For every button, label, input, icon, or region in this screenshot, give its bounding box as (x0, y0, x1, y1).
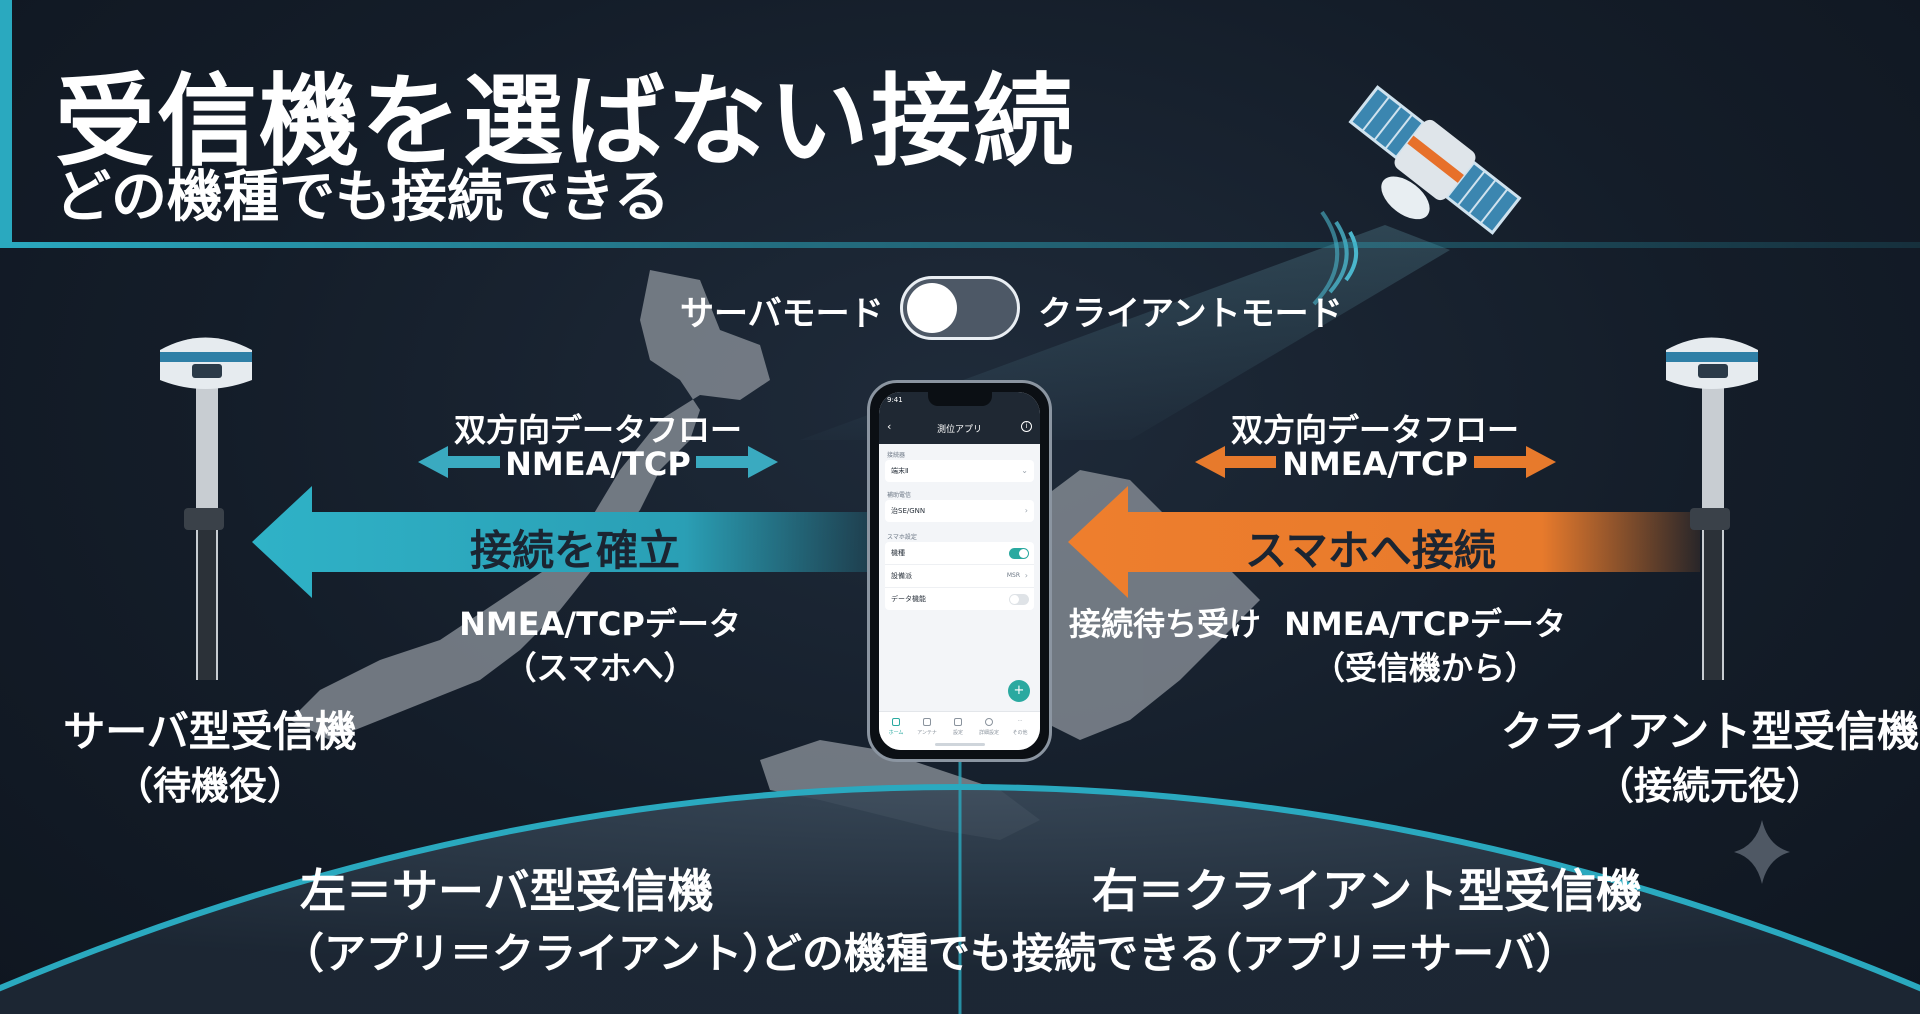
phone-notch (927, 392, 992, 406)
bottom-left-title: 左＝サーバ型受信機 (300, 864, 714, 918)
bottom-right-title: 右＝クライアント型受信機 (1092, 864, 1643, 918)
chevron-right-icon: › (1024, 571, 1028, 580)
left-flow-protocol: NMEA/TCP (505, 445, 691, 483)
right-data-label: NMEA/TCPデータ (1284, 605, 1566, 643)
tab-antenna[interactable]: アンテナ (912, 718, 942, 736)
page-title: 受信機を選ばない接続 (55, 63, 1075, 180)
row-value: MSR (1006, 572, 1020, 579)
right-receiver-role: （接続元役） (1595, 764, 1824, 808)
bottom-left-subtitle: （アプリ＝クライアント） (282, 929, 785, 978)
toggle-knob (907, 283, 957, 333)
bottom-center-text: どの機種でも接続できる (760, 929, 1222, 978)
section-label: スマホ設定 (887, 534, 917, 541)
tab-home[interactable]: ホーム (881, 718, 911, 736)
chevron-down-icon: ⌄ (1021, 466, 1028, 475)
settings-card: 機種 設備派 MSR › データ機能 (885, 542, 1034, 610)
settings-row[interactable]: 機種 (885, 542, 1034, 565)
wait-label: 接続待ち受け (1068, 605, 1261, 643)
settings-row[interactable]: 端末Ⅱ ⌄ (885, 460, 1034, 482)
phone-screen: 9:41 ‹ 測位アプリ i 接続器 端末Ⅱ ⌄ 補助電信 治SE/GNN › スマ… (879, 392, 1040, 750)
settings-card: 端末Ⅱ ⌄ (885, 460, 1034, 482)
right-arrow-label: スマホへ接続 (1245, 526, 1496, 575)
left-data-label: NMEA/TCPデータ (459, 605, 741, 643)
row-label: 機種 (891, 549, 905, 557)
page-subtitle: どの機種でも接続できる (55, 165, 670, 230)
back-icon[interactable]: ‹ (887, 420, 892, 433)
gnss-receiver-icon (1666, 337, 1758, 680)
settings-row[interactable]: 設備派 MSR › (885, 565, 1034, 588)
mode-toggle[interactable] (900, 276, 1020, 340)
section-label: 接続器 (887, 452, 906, 459)
big-orange-arrow (1068, 486, 1700, 598)
settings-card: 治SE/GNN › (885, 500, 1034, 522)
right-flow-label: 双方向データフロー (1230, 411, 1519, 449)
row-label: 治SE/GNN (891, 507, 926, 515)
left-small-arrows (418, 446, 778, 478)
section-label: 補助電信 (887, 492, 912, 499)
info-icon[interactable]: i (1021, 421, 1032, 432)
big-teal-arrow (252, 486, 870, 598)
right-small-arrows (1195, 446, 1556, 478)
right-data-direction: （受信機から） (1312, 649, 1537, 687)
right-receiver-title: クライアント型受信機 (1500, 707, 1920, 756)
sparkle-icon (1734, 820, 1790, 884)
tab-advanced[interactable]: 詳細設定 (974, 718, 1004, 736)
tab-bar: ホーム アンテナ 設定 詳細設定 ···その他 (879, 711, 1040, 750)
header-underline (0, 242, 1920, 248)
home-indicator (934, 743, 985, 746)
row-label: 端末Ⅱ (891, 467, 909, 475)
tab-more[interactable]: ···その他 (1012, 718, 1028, 736)
left-arrow-label: 接続を確立 (470, 526, 681, 575)
bottom-right-subtitle: （アプリ＝サーバ） (1200, 929, 1578, 978)
chevron-right-icon: › (1024, 506, 1028, 515)
antenna-icon (923, 718, 931, 726)
left-flow-label: 双方向データフロー (453, 411, 742, 449)
toggle-switch-off[interactable] (1009, 594, 1029, 605)
left-receiver-title: サーバ型受信機 (63, 707, 357, 756)
right-flow-protocol: NMEA/TCP (1282, 445, 1468, 483)
left-receiver-role: （待機役） (114, 764, 305, 808)
header-accent-bar (0, 0, 12, 248)
left-data-direction: （スマホへ） (504, 649, 696, 687)
gear-icon (985, 718, 993, 726)
tab-settings[interactable]: 設定 (943, 718, 973, 736)
row-label: データ機能 (891, 595, 926, 603)
home-icon (892, 718, 900, 726)
more-icon: ··· (1017, 718, 1023, 724)
server-mode-label: サーバモード (680, 294, 884, 334)
lock-icon (954, 718, 962, 726)
settings-row[interactable]: 治SE/GNN › (885, 500, 1034, 522)
add-button[interactable]: + (1008, 680, 1030, 702)
satellite-icon (1312, 85, 1522, 306)
row-label: 設備派 (891, 572, 912, 580)
toggle-switch-on[interactable] (1009, 548, 1029, 559)
app-title: 測位アプリ (936, 425, 982, 435)
gnss-receiver-icon (160, 337, 252, 680)
status-time: 9:41 (887, 396, 903, 404)
settings-row[interactable]: データ機能 (885, 588, 1034, 610)
smartphone: 9:41 ‹ 測位アプリ i 接続器 端末Ⅱ ⌄ 補助電信 治SE/GNN › スマ… (867, 380, 1052, 762)
client-mode-label: クライアントモード (1038, 294, 1343, 334)
